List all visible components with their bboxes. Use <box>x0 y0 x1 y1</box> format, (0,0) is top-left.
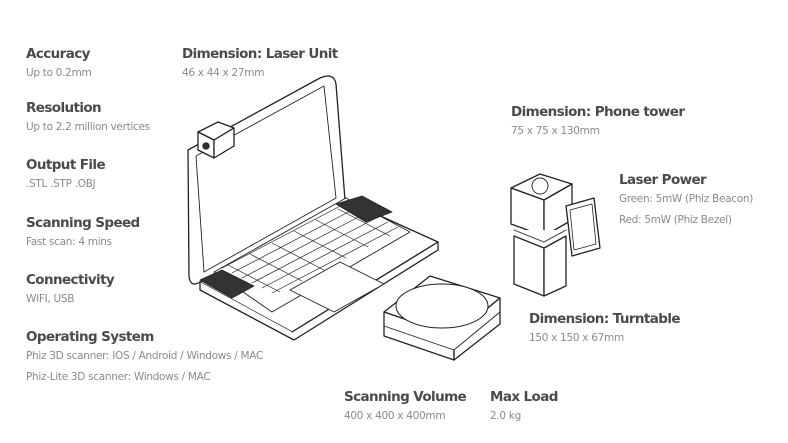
turntable-title: Dimension: Turntable <box>529 311 681 327</box>
accuracy-spec: Accuracy Up to 0.2mm <box>26 46 92 80</box>
turntable-spec: Dimension: Turntable 150 x 150 x 67mm <box>529 311 681 345</box>
output-file-value: .STL .STP .OBJ <box>26 178 96 190</box>
operating-system-title: Operating System <box>26 329 154 345</box>
phone-tower-spec: Dimension: Phone tower 75 x 75 x 130mm <box>511 104 685 138</box>
turntable-value: 150 x 150 x 67mm <box>529 332 624 344</box>
laser-power-green: Green: 5mW (Phiz Beacon) <box>619 193 753 205</box>
resolution-value: Up to 2.2 million vertices <box>26 121 150 133</box>
connectivity-title: Connectivity <box>26 272 115 288</box>
accuracy-value: Up to 0.2mm <box>26 67 92 79</box>
scanning-volume-title: Scanning Volume <box>344 389 467 405</box>
output-file-spec: Output File .STL .STP .OBJ <box>26 157 106 191</box>
laser-unit-illustration <box>197 121 235 159</box>
laptop-illustration <box>187 75 439 341</box>
scanning-speed-spec: Scanning Speed Fast scan: 4 mins <box>26 215 140 249</box>
max-load-spec: Max Load 2.0 kg <box>490 389 558 423</box>
connectivity-value: WIFI, USB <box>26 293 75 305</box>
scanning-volume-spec: Scanning Volume 400 x 400 x 400mm <box>344 389 467 423</box>
max-load-value: 2.0 kg <box>490 410 521 422</box>
operating-system-value-full: Phiz 3D scanner: IOS / Android / Windows… <box>26 350 264 362</box>
phone-tower-title: Dimension: Phone tower <box>511 104 685 120</box>
output-file-title: Output File <box>26 157 106 173</box>
phone-tower-value: 75 x 75 x 130mm <box>511 125 600 137</box>
resolution-title: Resolution <box>26 100 102 116</box>
operating-system-value-lite: Phiz-Lite 3D scanner: Windows / MAC <box>26 371 211 383</box>
laser-unit-value: 46 x 44 x 27mm <box>182 67 265 79</box>
scanning-speed-title: Scanning Speed <box>26 215 140 231</box>
turntable-illustration <box>383 275 501 361</box>
laser-unit-title: Dimension: Laser Unit <box>182 46 338 62</box>
laser-unit-spec: Dimension: Laser Unit 46 x 44 x 27mm <box>182 46 338 80</box>
connectivity-spec: Connectivity WIFI, USB <box>26 272 115 306</box>
accuracy-title: Accuracy <box>26 46 90 62</box>
scanning-speed-value: Fast scan: 4 mins <box>26 236 112 248</box>
phone-tower-illustration <box>510 173 601 297</box>
scanning-volume-value: 400 x 400 x 400mm <box>344 410 446 422</box>
laser-power-spec: Laser Power Green: 5mW (Phiz Beacon) Red… <box>619 172 753 227</box>
resolution-spec: Resolution Up to 2.2 million vertices <box>26 100 150 134</box>
laser-power-red: Red: 5mW (Phiz Bezel) <box>619 214 732 226</box>
operating-system-spec: Operating System Phiz 3D scanner: IOS / … <box>26 329 263 384</box>
laser-power-title: Laser Power <box>619 172 707 188</box>
max-load-title: Max Load <box>490 389 558 405</box>
